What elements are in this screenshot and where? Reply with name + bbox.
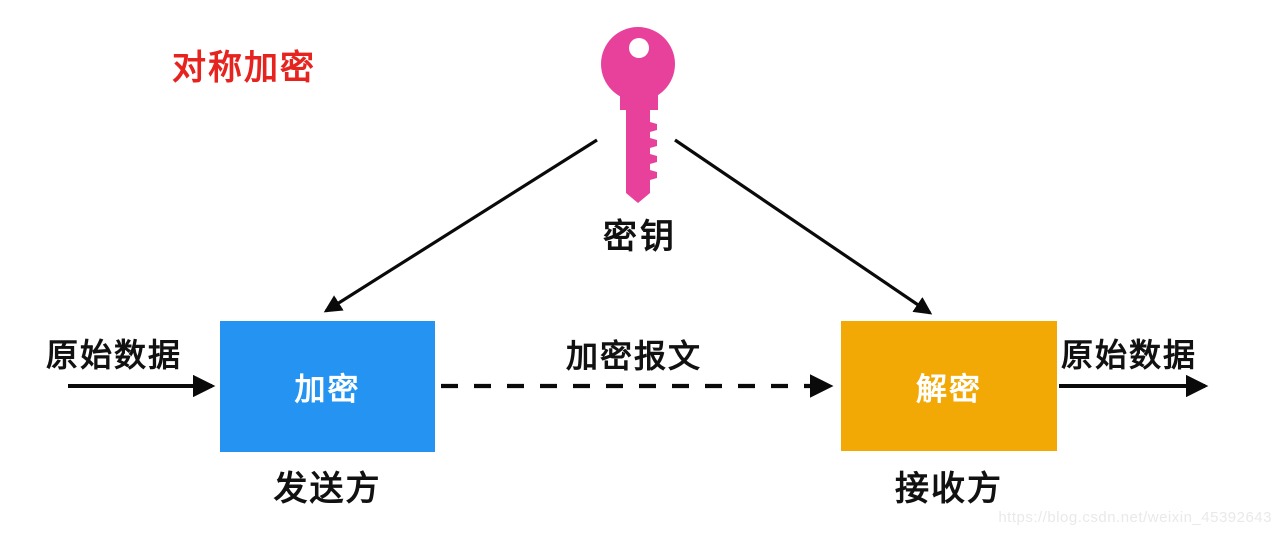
key-hole bbox=[629, 38, 649, 58]
key-to-decrypt-arrow bbox=[674, 138, 933, 315]
encrypt-box-label: 加密 bbox=[294, 372, 361, 407]
sender-role-label: 发送方 bbox=[273, 470, 382, 508]
key-label: 密钥 bbox=[603, 218, 677, 256]
decrypt-box-label: 解密 bbox=[916, 371, 982, 407]
diagram-title: 对称加密 bbox=[172, 49, 316, 87]
output-data-label: 原始数据 bbox=[1061, 337, 1198, 373]
receiver-role-label: 接收方 bbox=[895, 470, 1003, 508]
encrypt-box: 加密 bbox=[220, 321, 435, 452]
cipher-message-label: 加密报文 bbox=[566, 338, 703, 374]
key-to-encrypt-arrow bbox=[323, 138, 598, 313]
key-icon bbox=[601, 27, 675, 203]
decrypt-box: 解密 bbox=[841, 321, 1057, 451]
watermark-url: https://blog.csdn.net/weixin_45392643 bbox=[998, 509, 1272, 526]
input-data-label: 原始数据 bbox=[46, 337, 183, 373]
